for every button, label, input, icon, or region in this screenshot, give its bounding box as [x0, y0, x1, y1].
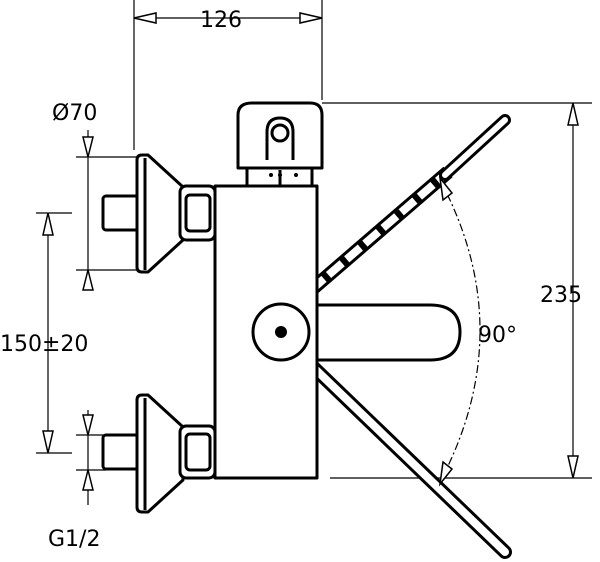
lower-inlet: [101, 393, 217, 514]
angle-label: 90°: [478, 323, 517, 348]
width-dimension: 126: [133, 0, 323, 150]
thermostat-cap: [236, 101, 324, 188]
height-dimension: 235: [322, 102, 592, 479]
width-label: 126: [200, 8, 242, 33]
spacing-dimension: 150±20: [0, 212, 88, 454]
height-label: 235: [540, 283, 582, 308]
thread-label: G1/2: [48, 527, 100, 552]
lever-handle: [315, 303, 462, 362]
diameter-dimension: Ø70: [52, 101, 142, 291]
upper-inlet: [101, 153, 217, 274]
screw-icon: [275, 326, 287, 338]
diameter-label: Ø70: [52, 101, 97, 126]
angle-dimension: 90°: [438, 175, 517, 487]
spacing-label: 150±20: [0, 332, 88, 357]
thread-dimension: G1/2: [48, 410, 106, 552]
